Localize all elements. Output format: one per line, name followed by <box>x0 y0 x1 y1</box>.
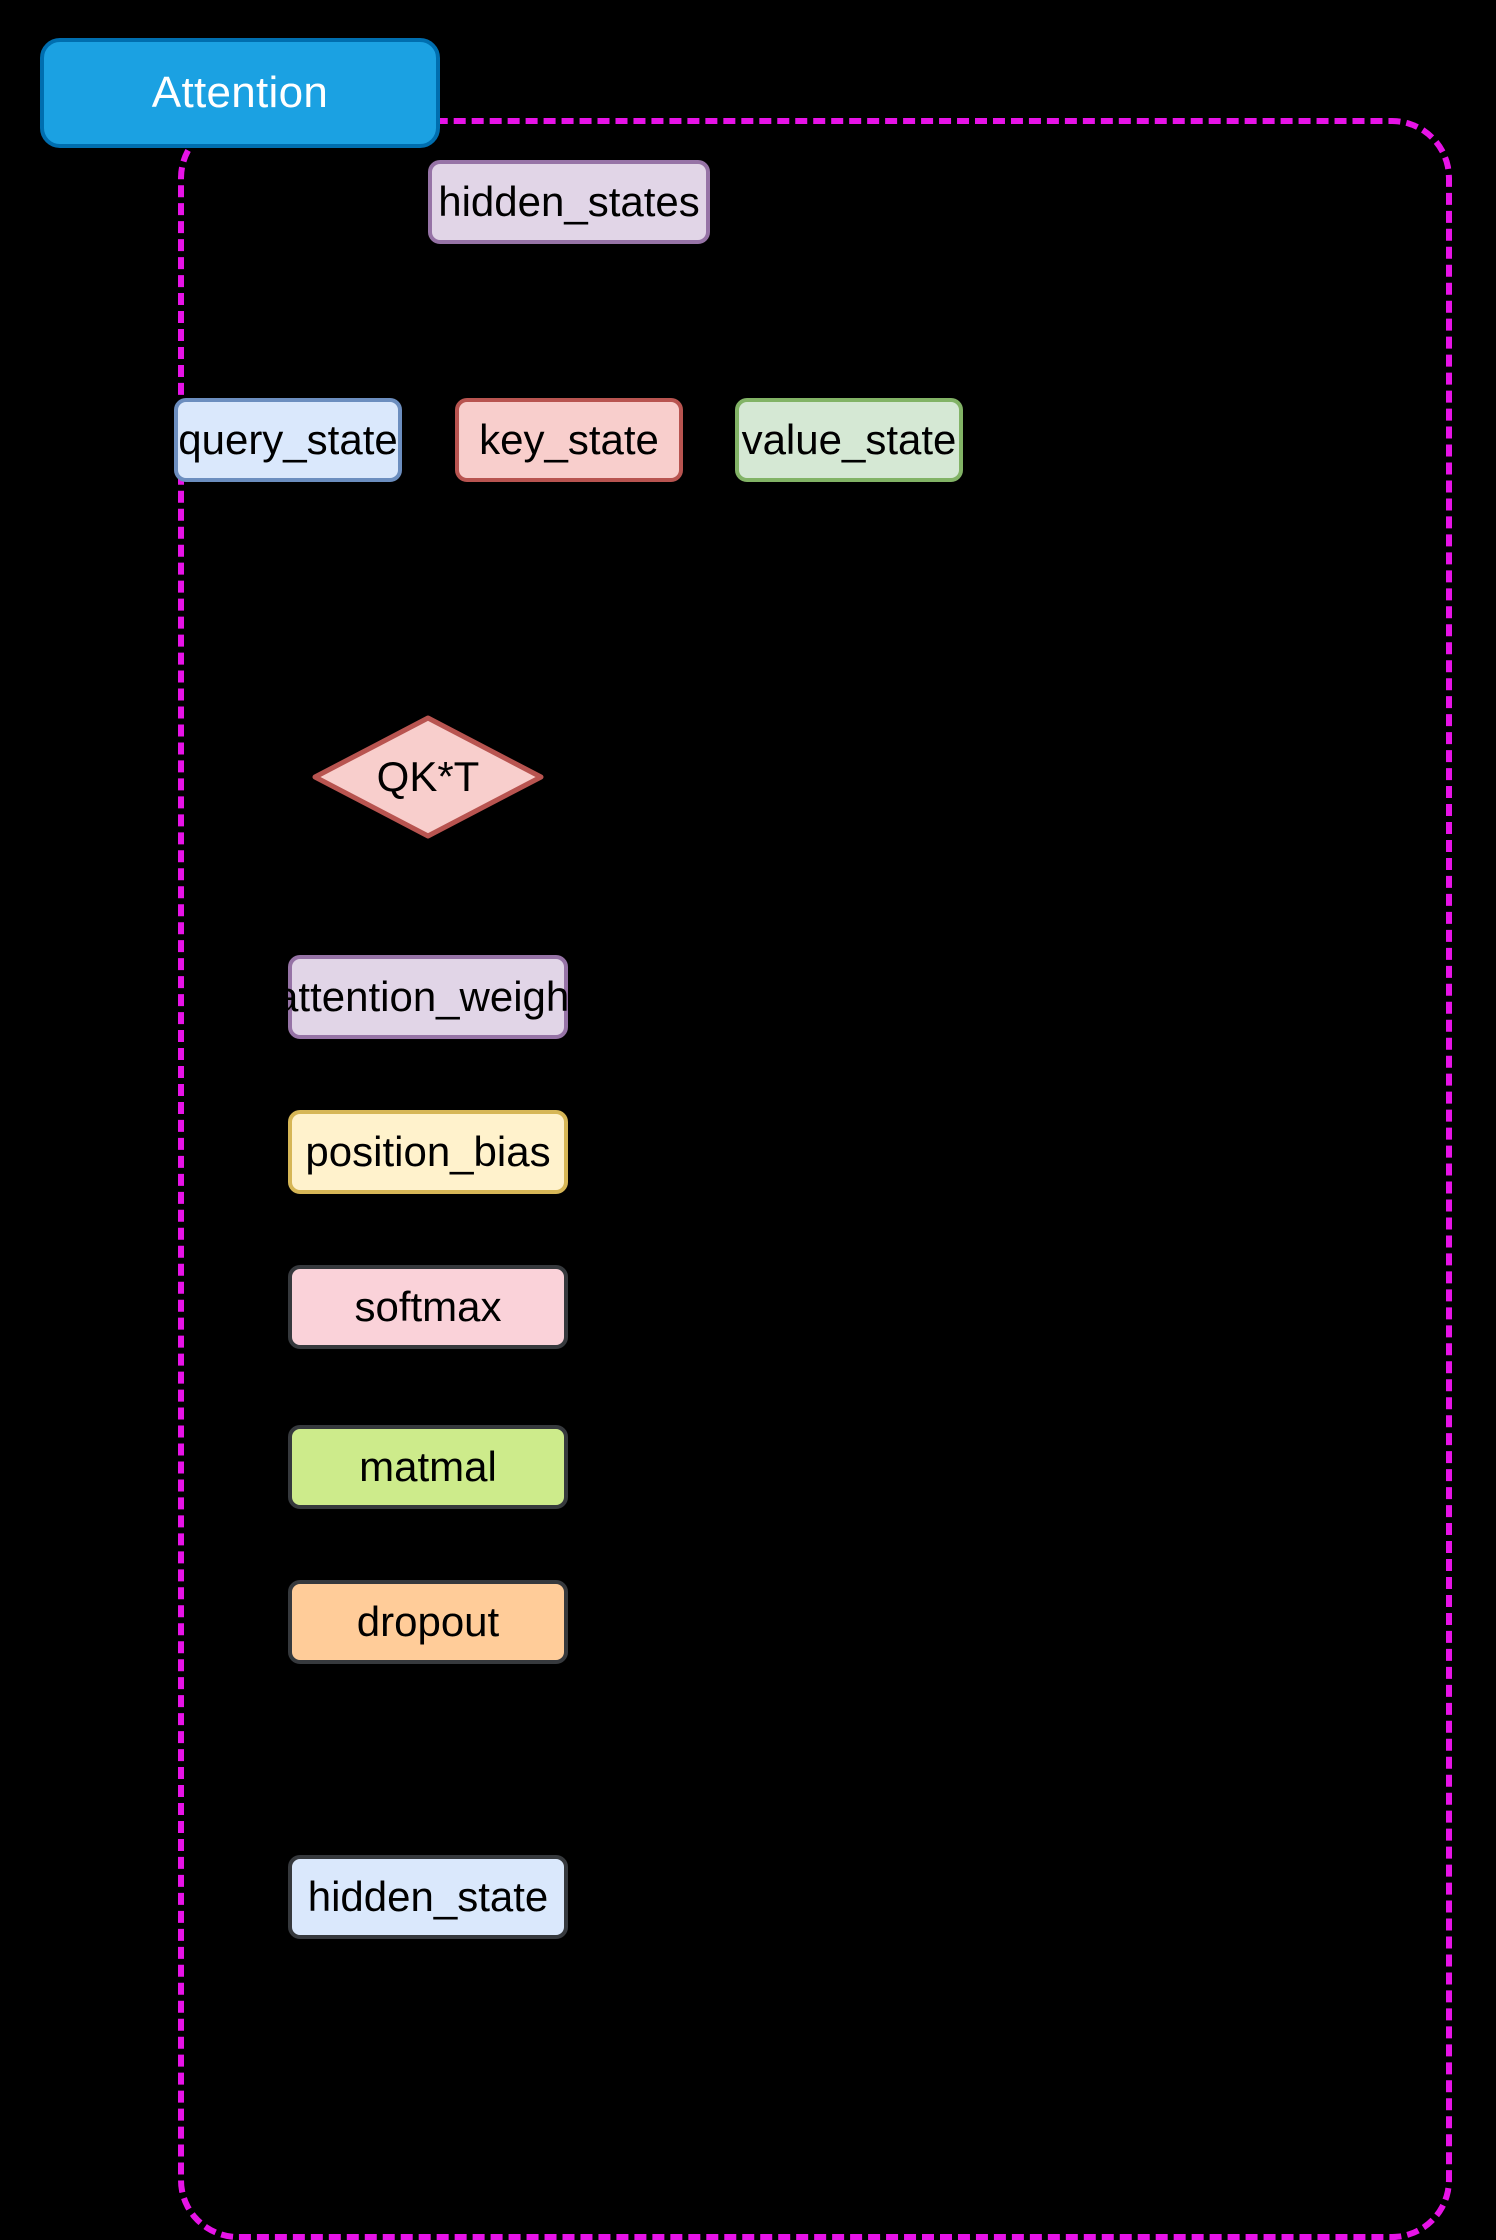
node-label-attention_weight: attention_weight <box>275 973 581 1020</box>
node-label-hidden_states: hidden_states <box>438 178 700 225</box>
node-qkt[interactable]: QK*T <box>312 715 544 839</box>
node-hidden_state[interactable]: hidden_state <box>288 1855 568 1939</box>
node-label-qkt: QK*T <box>376 753 480 800</box>
node-label-key_state: key_state <box>479 416 659 463</box>
node-label-position_bias: position_bias <box>305 1128 551 1175</box>
node-label-value_state: value_state <box>741 416 957 463</box>
node-label-dropout: dropout <box>356 1598 500 1645</box>
node-label-softmax: softmax <box>354 1283 502 1330</box>
node-label-query_state: query_state <box>178 416 398 463</box>
node-softmax[interactable]: softmax <box>288 1265 568 1349</box>
node-key_state[interactable]: key_state <box>455 398 683 482</box>
node-query_state[interactable]: query_state <box>174 398 402 482</box>
node-matmal[interactable]: matmal <box>288 1425 568 1509</box>
node-dropout[interactable]: dropout <box>288 1580 568 1664</box>
node-value_state[interactable]: value_state <box>735 398 963 482</box>
node-attention_weight[interactable]: attention_weight <box>275 955 581 1039</box>
node-position_bias[interactable]: position_bias <box>288 1110 568 1194</box>
attention-subgraph-border <box>178 118 1452 2240</box>
diamond-shape-icon <box>312 715 544 839</box>
node-hidden_states[interactable]: hidden_states <box>428 160 710 244</box>
subgraph-title-attention[interactable]: Attention <box>40 38 440 148</box>
node-label-matmal: matmal <box>359 1443 497 1490</box>
subgraph-title-label: Attention <box>151 68 329 117</box>
node-label-hidden_state: hidden_state <box>307 1873 549 1920</box>
